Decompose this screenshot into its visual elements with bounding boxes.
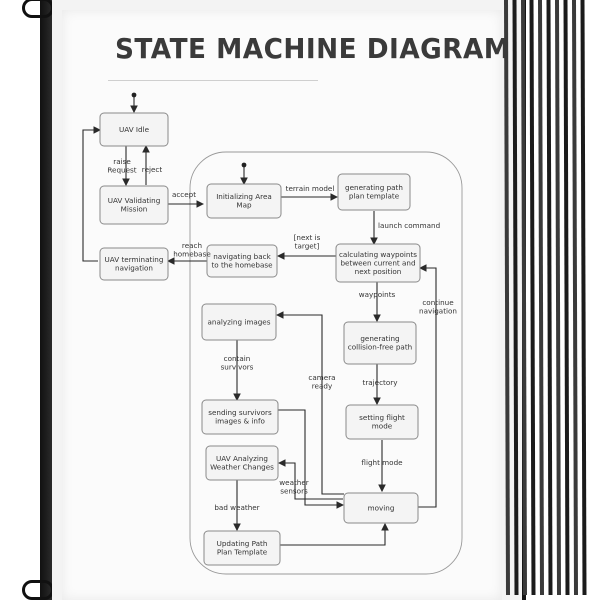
state-label: setting flight [359,413,405,422]
state-label: plan template [349,192,400,201]
state-label: calculating waypoints [339,250,417,259]
initial-state-inner [241,162,247,168]
state-box [206,244,278,278]
transitions [82,97,437,546]
state-label: navigation [115,264,153,273]
state-label: Updating Path [217,539,268,548]
transition-label-continue: navigation [419,307,457,316]
transition-label-reach: homebase [173,250,211,259]
state-label: Mission [121,205,148,214]
transition-label-continue: continue [422,298,454,307]
state-label: between current and [340,258,415,267]
state-label: generating [360,334,399,343]
state-label: UAV terminating [105,255,164,264]
transition-label-contain: survivors [221,363,254,372]
diagram-title: STATE MACHINE DIAGRAM [115,32,511,65]
state-box [206,183,282,219]
sleeve-edge [580,0,587,596]
state-box [343,321,417,365]
state-box [99,185,169,225]
state-box [343,492,419,524]
sleeve-edge [538,0,544,596]
state-label: to the homebase [211,261,273,270]
state-label: Plan Template [217,548,268,557]
transition-label-reach: reach [182,241,202,250]
state-box [201,399,279,435]
transition-label-accept: accept [172,190,196,199]
state-label: moving [368,503,395,512]
transition-label-launch: launch command [378,221,440,230]
transition-label-raise: raise [113,157,131,166]
state-label: generating path [345,183,403,192]
state-analyzing: analyzing images [201,303,277,341]
state-box [99,247,169,281]
state-box [345,404,419,440]
state-box [201,303,277,341]
state-box [99,112,169,147]
state-label: Weather Changes [210,463,274,472]
state-label: UAV Validating [108,196,161,205]
transition-label-weather-sensors: weather [279,478,309,487]
state-label: Initializing Area [216,192,272,201]
title-underline [108,80,318,81]
state-label: navigating back [213,252,271,261]
transition-label-trajectory: trajectory [363,378,399,387]
state-moving: moving [343,492,419,524]
state-label: UAV Idle [119,125,150,134]
transition-label-flightmode-lbl: flight mode [361,458,403,467]
state-idle: UAV Idle [99,112,169,147]
sleeve-edge [504,0,510,596]
state-label: collision-free path [348,343,412,352]
state-box [335,243,421,283]
transition-label-bad-weather: bad weather [214,503,259,512]
initial-state-top [131,92,137,98]
transition-label-camera: camera [308,373,335,382]
transition-label-weather-sensors: sensors [280,487,308,496]
transition-label-terrain: terrain model [286,184,335,193]
state-label: sending survivors [208,408,272,417]
transition-label-camera: ready [312,382,333,391]
state-box [337,173,411,211]
state-label: mode [372,422,393,431]
state-box [205,445,279,481]
transition-label-contain: contain [224,354,251,363]
page-edges [504,0,587,596]
sleeve-edge [546,0,553,596]
sleeve-edge [572,0,578,596]
composite-state-boundary [189,151,463,575]
transition-label-reject: reject [142,165,163,174]
sleeve-edge [529,0,536,596]
sleeve-edge [521,0,527,596]
state-box [203,530,281,566]
transition-label-next-target: [next is [294,233,321,242]
sleeve-edge [555,0,561,596]
transition-label-next-target: target] [295,242,320,251]
state-label: analyzing images [208,317,271,326]
transition-label-raise: Request [107,166,136,175]
transition-label-waypoints: waypoints [359,290,396,299]
sleeve-edge [563,0,570,596]
state-label: Map [236,201,252,210]
sleeve-edge [512,0,519,596]
state-label: next position [355,267,402,276]
state-label: UAV Analyzing [216,454,268,463]
state-label: images & info [215,417,265,426]
